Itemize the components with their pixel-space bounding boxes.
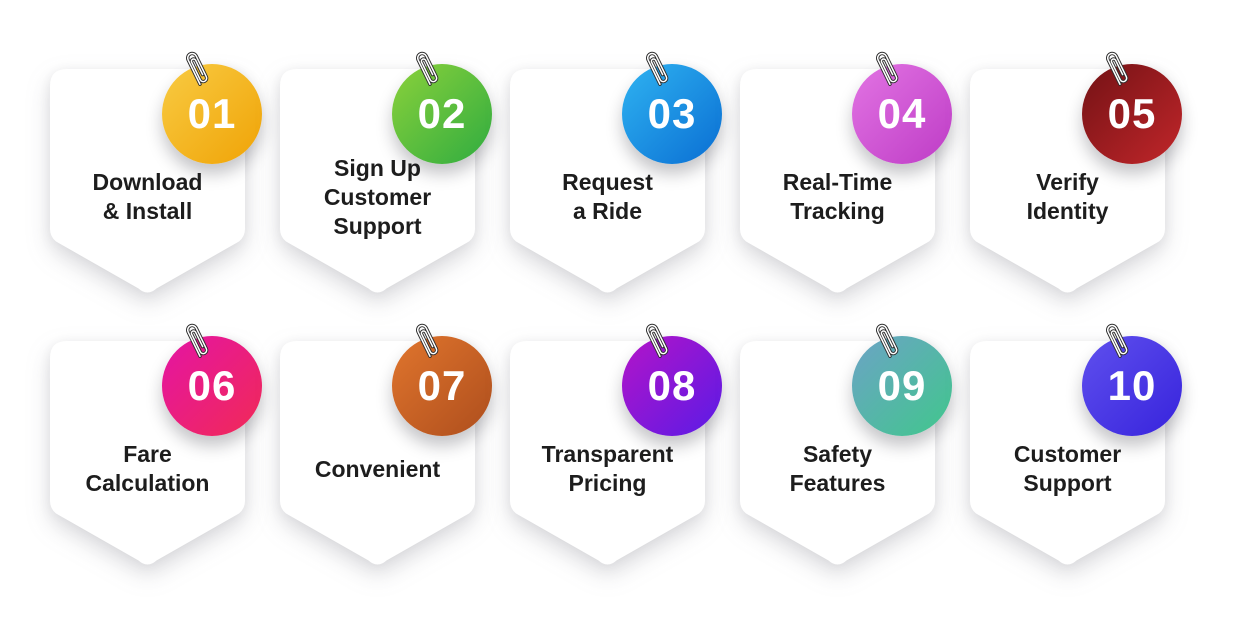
step-number: 04 — [877, 90, 927, 137]
step-number: 06 — [187, 362, 237, 409]
steps-row-bottom: Fare Calculation 06 Convenient 07 Transp… — [0, 323, 1235, 568]
step-number-badge: 05 — [1082, 64, 1182, 164]
step-number: 07 — [417, 362, 467, 409]
step-number-badge: 08 — [622, 336, 722, 436]
step-number: 03 — [647, 90, 697, 137]
paperclip-icon — [876, 51, 899, 86]
step-number-badge: 10 — [1082, 336, 1182, 436]
step-card-10: Customer Support 10 — [969, 323, 1182, 568]
step-label: Real-Time Tracking — [782, 169, 893, 224]
step-number: 02 — [417, 90, 467, 137]
step-card-03: Request a Ride 03 — [509, 51, 722, 296]
paperclip-icon — [186, 51, 209, 86]
step-number: 05 — [1107, 90, 1157, 137]
step-number: 01 — [187, 90, 237, 137]
step-card-02: Sign Up Customer Support 02 — [279, 51, 492, 296]
step-number-badge: 01 — [162, 64, 262, 164]
step-label: Fare Calculation — [85, 441, 210, 496]
paperclip-icon — [416, 51, 439, 86]
step-card-07: Convenient 07 — [279, 323, 492, 568]
step-number-badge: 02 — [392, 64, 492, 164]
step-label: Convenient — [314, 455, 441, 482]
paperclip-icon — [416, 323, 439, 358]
paperclip-icon — [1106, 323, 1129, 358]
step-card-06: Fare Calculation 06 — [49, 323, 262, 568]
step-label: Verify Identity — [1026, 169, 1109, 224]
paperclip-icon — [876, 323, 899, 358]
step-label: Sign Up Customer Support — [323, 154, 432, 239]
paperclip-icon — [646, 323, 669, 358]
step-number-badge: 07 — [392, 336, 492, 436]
step-number-badge: 04 — [852, 64, 952, 164]
step-label: Download & Install — [92, 169, 203, 224]
step-label: Safety Features — [789, 441, 886, 496]
step-number-badge: 03 — [622, 64, 722, 164]
paperclip-icon — [646, 51, 669, 86]
step-number: 10 — [1107, 362, 1157, 409]
paperclip-icon — [186, 323, 209, 358]
step-number-badge: 06 — [162, 336, 262, 436]
step-card-08: Transparent Pricing 08 — [509, 323, 722, 568]
step-label: Request a Ride — [562, 169, 653, 224]
step-number: 09 — [877, 362, 927, 409]
step-card-05: Verify Identity 05 — [969, 51, 1182, 296]
step-card-01: Download & Install 01 — [49, 51, 262, 296]
paperclip-icon — [1106, 51, 1129, 86]
step-card-04: Real-Time Tracking 04 — [739, 51, 952, 296]
step-number: 08 — [647, 362, 697, 409]
step-card-09: Safety Features 09 — [739, 323, 952, 568]
step-label: Transparent Pricing — [541, 441, 674, 496]
steps-row-top: Download & Install 01 Sign Up Customer S… — [0, 0, 1235, 296]
step-label: Customer Support — [1013, 441, 1122, 496]
step-number-badge: 09 — [852, 336, 952, 436]
